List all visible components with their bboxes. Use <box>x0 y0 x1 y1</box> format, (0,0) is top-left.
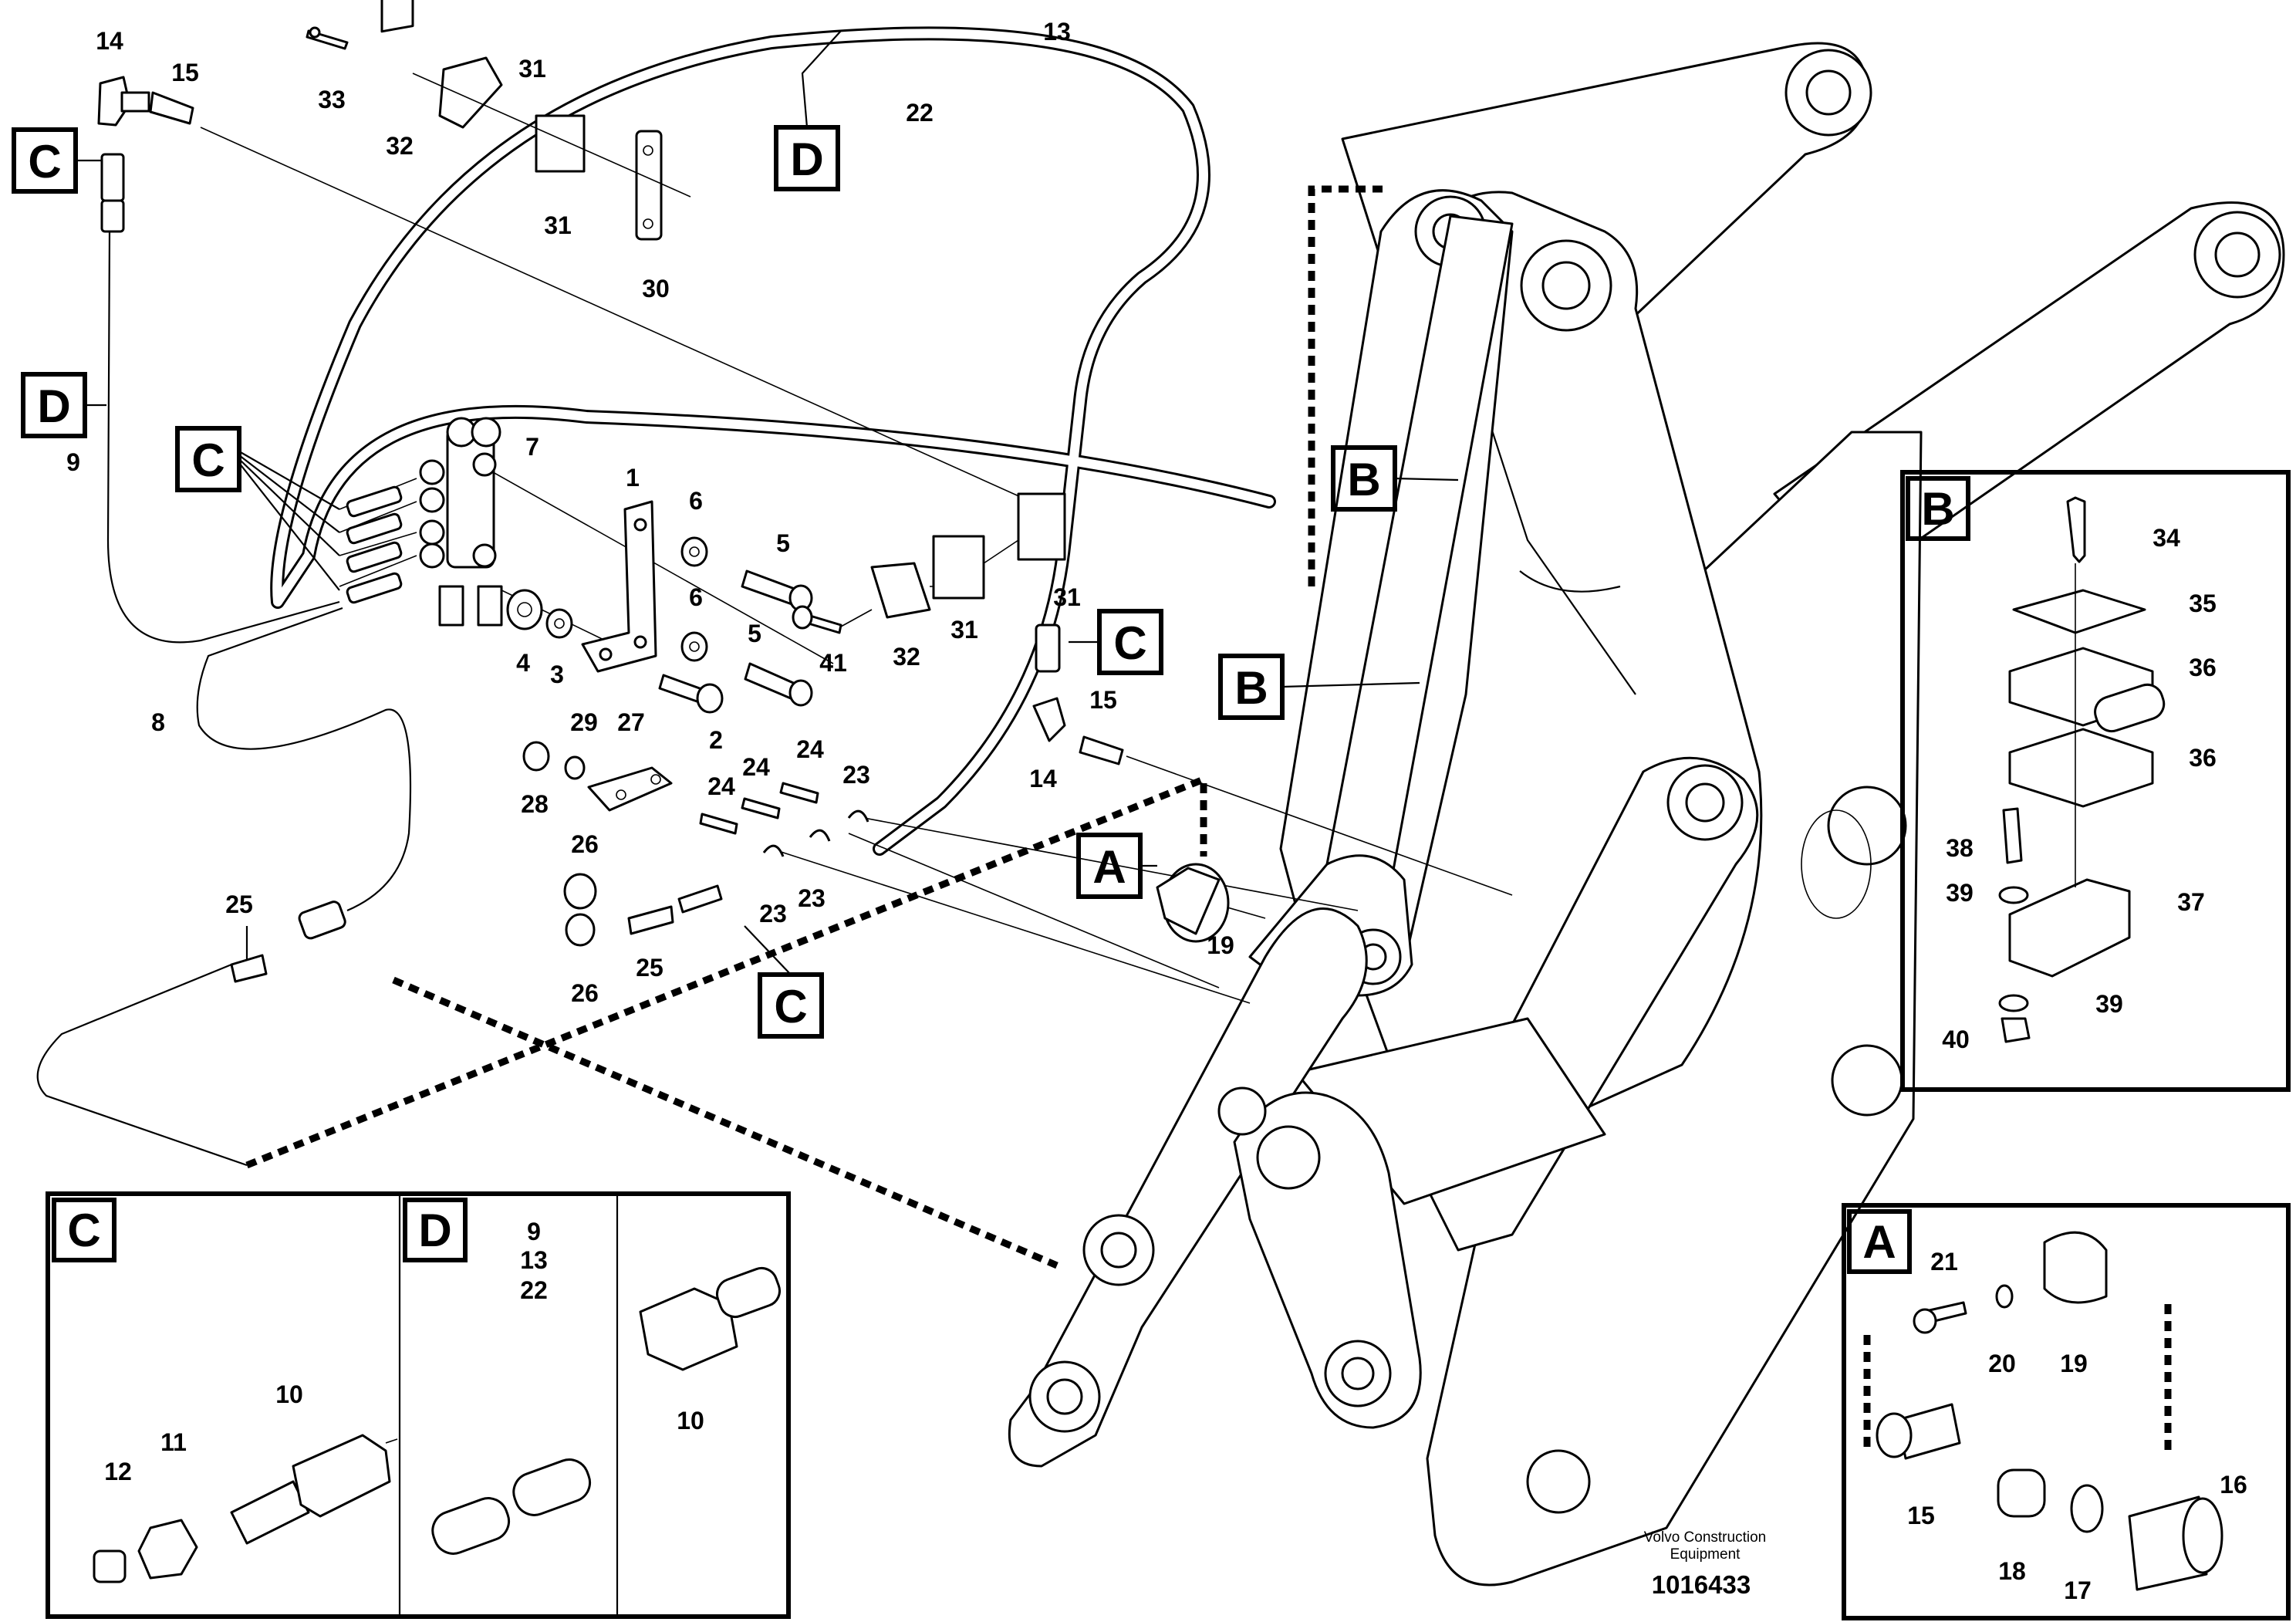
callout-26: 26 <box>571 830 599 858</box>
hose-13-22 <box>270 26 1276 856</box>
panel-b-title: B <box>1921 483 1954 535</box>
detail-label-c: C <box>191 434 225 486</box>
callout-14: 14 <box>96 27 123 55</box>
fittings-right <box>1032 623 1230 943</box>
callout-32: 32 <box>386 132 414 160</box>
callout-31: 31 <box>950 616 978 644</box>
callout-27: 27 <box>617 708 645 736</box>
callout-4: 4 <box>516 649 530 677</box>
callout-36: 36 <box>2189 654 2217 681</box>
fittings-lower <box>230 741 869 983</box>
detail-label-d: D <box>37 380 70 432</box>
callout-29: 29 <box>570 708 598 736</box>
panel-d-title: D <box>418 1205 451 1256</box>
panel-a <box>1842 1203 2291 1620</box>
callout-34: 34 <box>2152 524 2180 552</box>
callout-40: 40 <box>1942 1026 1970 1053</box>
callout-1: 1 <box>626 464 640 492</box>
callout-31: 31 <box>518 55 546 83</box>
credit-line-1: Volvo Construction <box>1644 1529 1766 1546</box>
clamps-center <box>792 492 1066 634</box>
callout-22: 22 <box>520 1276 548 1304</box>
callout-13: 13 <box>1043 18 1071 46</box>
callout-24: 24 <box>742 753 770 781</box>
callout-12: 12 <box>104 1458 132 1485</box>
dashed-reference-lines <box>245 185 2172 1451</box>
bracket-1 <box>506 500 813 714</box>
detail-label-boxes <box>12 30 1459 1039</box>
callout-25: 25 <box>225 890 253 918</box>
callout-9: 9 <box>527 1218 541 1245</box>
callout-24: 24 <box>707 772 735 800</box>
detail-label-a: A <box>1092 841 1126 893</box>
detail-label-b: B <box>1234 662 1268 714</box>
callout-16: 16 <box>2220 1471 2247 1499</box>
callout-35: 35 <box>2189 590 2217 617</box>
leader-lines <box>200 127 1513 1004</box>
callout-6: 6 <box>689 583 703 611</box>
callout-20: 20 <box>1988 1350 2016 1377</box>
clamps-top <box>306 0 691 241</box>
detail-letters: C D D C C C B B A B A C D <box>28 133 1954 1268</box>
detail-label-d: D <box>790 133 823 185</box>
callout-18: 18 <box>1998 1557 2026 1585</box>
callout-39: 39 <box>1946 879 1974 907</box>
callout-8: 8 <box>151 708 165 736</box>
callout-11: 11 <box>160 1428 187 1456</box>
fittings-top-left <box>97 76 194 233</box>
callout-23: 23 <box>842 761 870 789</box>
loader-frame <box>1008 42 2285 1587</box>
callout-3: 3 <box>550 661 564 688</box>
detail-label-c: C <box>774 981 807 1032</box>
callout-6: 6 <box>689 487 703 515</box>
callout-31: 31 <box>1053 583 1081 611</box>
callout-39: 39 <box>2095 990 2123 1018</box>
panels-c-d <box>46 1191 791 1619</box>
callout-26: 26 <box>571 979 599 1007</box>
callout-2: 2 <box>709 726 723 754</box>
callout-15: 15 <box>171 59 199 86</box>
callout-21: 21 <box>1930 1248 1958 1276</box>
callout-24: 24 <box>796 735 824 763</box>
callout-37: 37 <box>2177 888 2205 916</box>
callout-25: 25 <box>636 954 663 982</box>
hose-8-9 <box>36 231 412 1167</box>
callout-23: 23 <box>798 884 826 912</box>
callout-5: 5 <box>776 529 790 557</box>
callout-36: 36 <box>2189 744 2217 772</box>
panel-a-title: A <box>1862 1216 1896 1268</box>
detail-label-b: B <box>1347 454 1380 505</box>
manifold-block <box>238 417 503 627</box>
callout-19: 19 <box>2060 1350 2088 1377</box>
callout-10: 10 <box>677 1407 704 1434</box>
callout-23: 23 <box>759 900 787 928</box>
callout-22: 22 <box>906 99 934 127</box>
credit-line-2: Equipment <box>1670 1546 1741 1563</box>
panel-c-title: C <box>67 1205 100 1256</box>
callout-5: 5 <box>748 620 761 647</box>
detail-label-c: C <box>1113 617 1146 669</box>
callout-9: 9 <box>66 448 80 476</box>
callout-31: 31 <box>544 211 572 239</box>
callout-10: 10 <box>275 1380 303 1408</box>
callout-30: 30 <box>642 275 670 302</box>
callout-28: 28 <box>521 790 549 818</box>
credit-block: Volvo Construction Equipment 1016433 <box>1644 1529 1766 1599</box>
callout-13: 13 <box>520 1246 548 1274</box>
detail-label-c: C <box>28 136 61 188</box>
callout-41: 41 <box>819 649 847 677</box>
callout-numbers: 14 15 33 32 31 31 30 13 22 9 7 1 6 5 6 5… <box>66 18 2247 1604</box>
callout-17: 17 <box>2064 1576 2092 1604</box>
callout-33: 33 <box>318 86 346 113</box>
callout-14: 14 <box>1029 765 1057 792</box>
callout-15: 15 <box>1089 686 1117 714</box>
callout-32: 32 <box>893 643 920 671</box>
callout-19: 19 <box>1207 931 1234 959</box>
callout-38: 38 <box>1946 834 1974 862</box>
document-number: 1016433 <box>1652 1570 1751 1599</box>
callout-15: 15 <box>1907 1502 1935 1529</box>
callout-7: 7 <box>525 433 539 461</box>
panel-b <box>1900 470 2291 1092</box>
